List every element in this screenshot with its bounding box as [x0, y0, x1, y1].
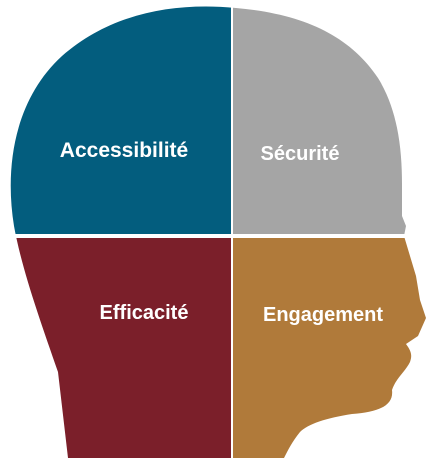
quadrant-engagement — [233, 238, 427, 458]
label-engagement: Engagement — [263, 304, 383, 326]
label-accessibilite: Accessibilité — [60, 139, 188, 162]
quadrant-accessibilite — [10, 6, 231, 234]
label-efficacite: Efficacité — [100, 302, 189, 324]
quadrant-securite — [233, 6, 427, 234]
quadrant-efficacite — [10, 238, 231, 458]
label-securite: Sécurité — [261, 143, 340, 165]
